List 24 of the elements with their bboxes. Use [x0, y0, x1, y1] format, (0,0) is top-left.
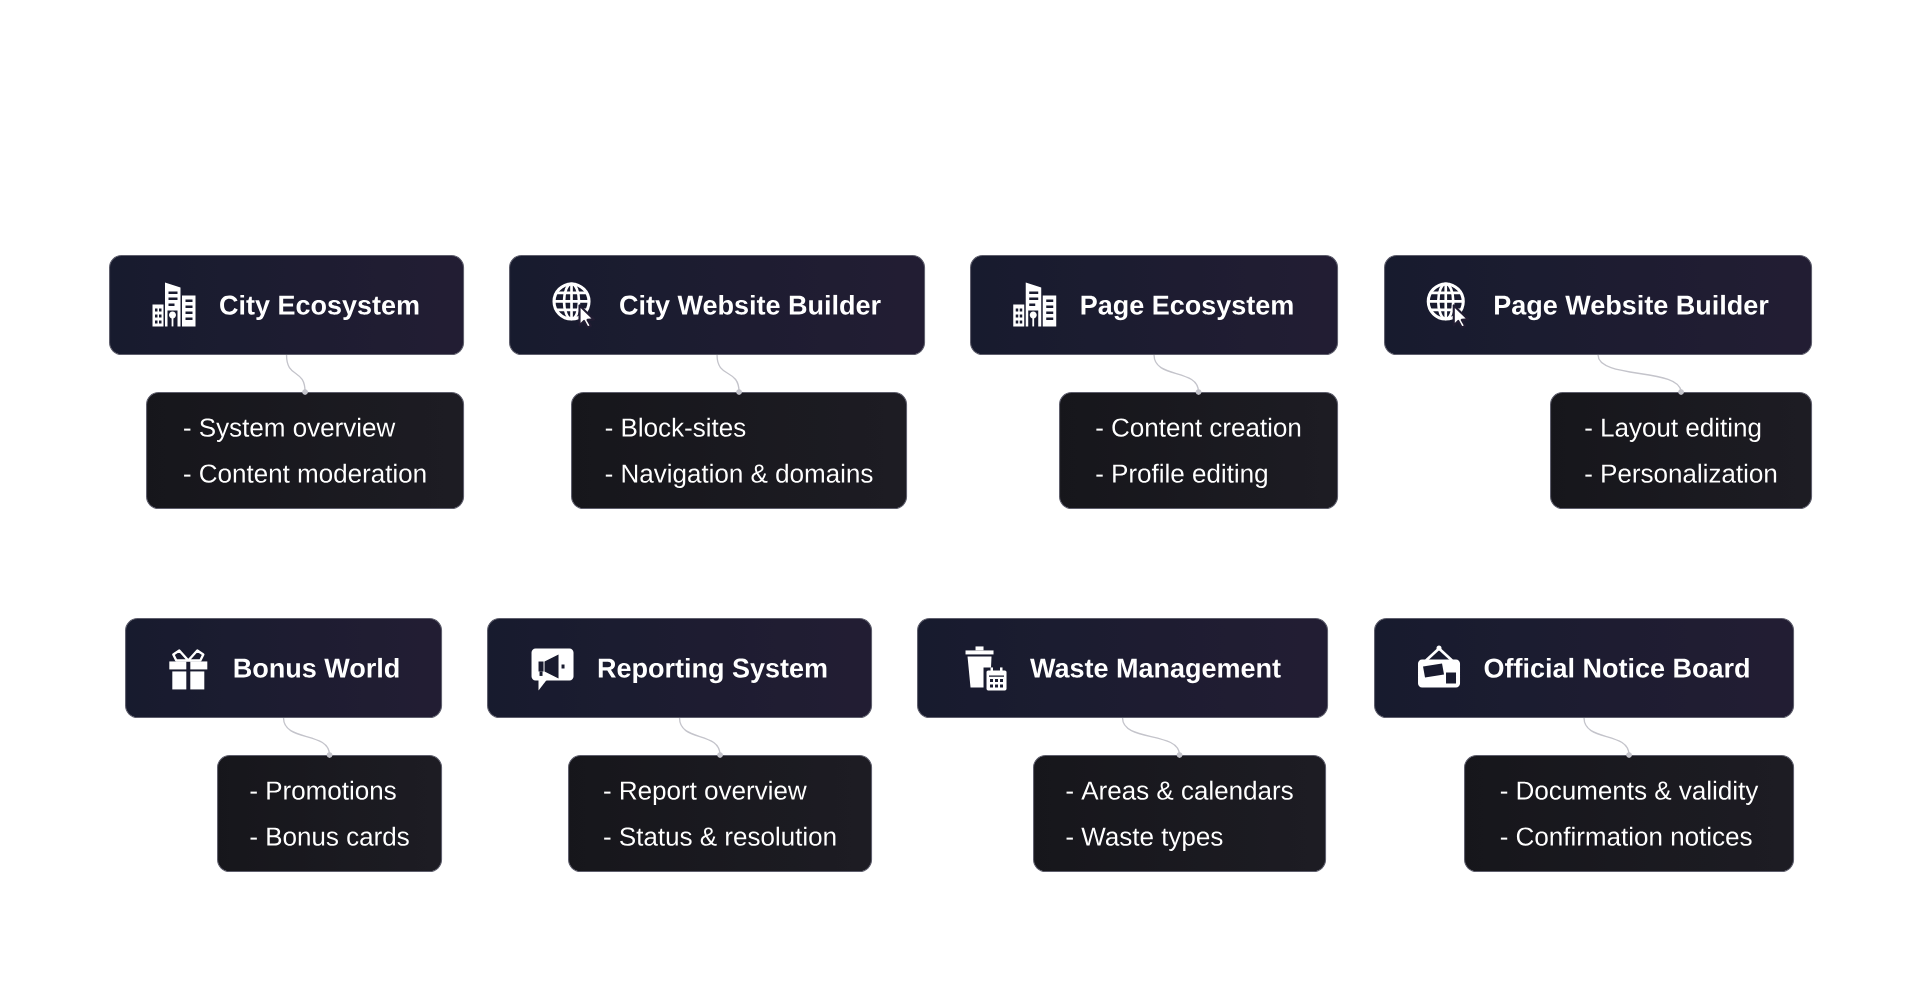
header-box: Page Website Builder [1384, 255, 1813, 356]
header-box: Waste Management [917, 618, 1329, 719]
connector-line [1583, 717, 1633, 758]
header-box: City Ecosystem [109, 255, 465, 356]
detail-box: - Layout editing - Personalization [1550, 392, 1813, 510]
detail-box: - Content creation - Profile editing [1059, 392, 1339, 510]
connector-line [1121, 717, 1183, 758]
connector-line [282, 717, 333, 758]
connector-line [678, 717, 724, 758]
detail-box: - Block-sites - Navigation & domains [571, 392, 908, 510]
connector-line [285, 354, 309, 395]
detail-box: - Promotions - Bonus cards [217, 755, 443, 873]
detail-box: - System overview - Content moderation [146, 392, 465, 510]
header-box: Bonus World [125, 618, 443, 719]
detail-box: - Areas & calendars - Waste types [1033, 755, 1327, 873]
detail-box: - Report overview - Status & resolution [568, 755, 873, 873]
header-box: City Website Builder [509, 255, 926, 356]
header-box: Page Ecosystem [970, 255, 1339, 356]
connector-line [716, 354, 743, 395]
header-box: Reporting System [487, 618, 873, 719]
connector-line [1153, 354, 1202, 395]
header-box: Official Notice Board [1374, 618, 1795, 719]
detail-box: - Documents & validity - Confirmation notices [1464, 755, 1795, 873]
connector-line [1597, 354, 1685, 395]
